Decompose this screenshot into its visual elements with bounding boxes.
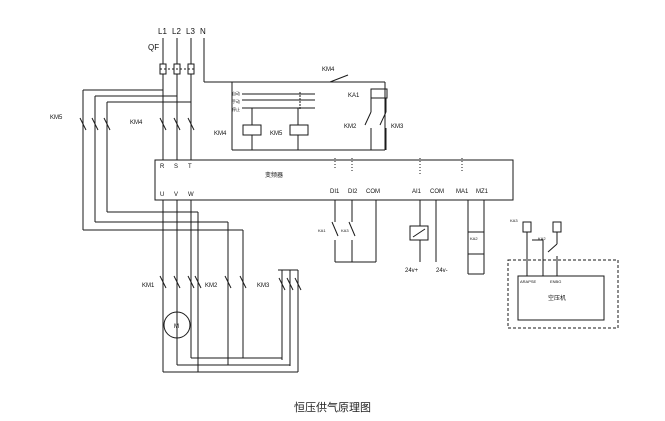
motor-symbol: [163, 311, 191, 339]
vfd-ma1: MA1: [456, 189, 469, 195]
mode-auto: 自动: [232, 90, 240, 96]
pressure-sensor: [409, 200, 437, 262]
km2-label-ctrl: KM2: [344, 124, 357, 130]
n-label: N: [200, 27, 206, 36]
breaker-qf: [159, 63, 195, 160]
km5-main-contacts: [79, 89, 191, 230]
mode-switch: 自动 手动 停止: [232, 90, 315, 125]
vfd-u: U: [160, 192, 164, 198]
diagram-caption: 恒压供气原理图: [294, 400, 371, 414]
ka1-label: KA1: [348, 93, 360, 99]
qf-label: QF: [148, 43, 159, 52]
km1-contacts: [159, 275, 195, 289]
km5-coil: [289, 124, 309, 136]
km4-coil-label: KM4: [214, 131, 227, 137]
km2-contacts: [194, 212, 247, 372]
l3-label: L3: [186, 27, 195, 36]
km4-main-contacts: [159, 117, 195, 131]
km4-label-main: KM4: [130, 120, 143, 126]
km3-label: KM3: [257, 283, 270, 289]
supply-pos: 24v+: [405, 268, 419, 274]
vfd-mz1: MZ1: [476, 189, 489, 195]
compressor-label: 空压机: [548, 294, 566, 302]
ka3-small-comp: KA3: [510, 218, 518, 223]
vfd-terminal-dots: [334, 158, 463, 176]
ka3-small: KA3: [341, 228, 349, 233]
km4-contact-top: [232, 74, 385, 83]
mode-stop: 停止: [232, 106, 240, 112]
km2-label: KM2: [205, 283, 218, 289]
vfd-box: [154, 159, 514, 201]
vfd-di1: DI1: [330, 189, 340, 195]
km2-km3-contacts: [364, 98, 387, 150]
vfd-com2: COM: [430, 189, 444, 195]
ka1-coil: [370, 88, 388, 99]
vfd-output-wires: [83, 200, 243, 355]
l1-label: L1: [158, 27, 167, 36]
km4-label-top: KM4: [322, 67, 335, 73]
ka2-small-comp: KA2: [538, 236, 546, 241]
ka2-coil: KA2: [470, 236, 478, 241]
vfd-s: S: [174, 164, 178, 170]
km3-contacts: [278, 269, 302, 372]
compressor-box: [517, 275, 605, 321]
compressor-dashed-box: [507, 259, 619, 329]
ka1-small: KA1: [318, 228, 326, 233]
vfd-t: T: [188, 164, 192, 170]
vfd-w: W: [188, 192, 194, 198]
vfd-com1: COM: [366, 189, 380, 195]
vfd-v: V: [174, 192, 178, 198]
vfd-di2: DI2: [348, 189, 358, 195]
km3-label-ctrl: KM3: [391, 124, 404, 130]
compressor-relay-contacts: [522, 221, 562, 276]
di-contacts: [331, 200, 377, 263]
km5-coil-label: KM5: [270, 131, 283, 137]
vfd-title: 变频器: [265, 171, 283, 179]
supply-lines: [162, 38, 205, 82]
compressor-t1: ARAPSE: [520, 279, 537, 284]
km5-label: KM5: [50, 115, 63, 121]
vfd-ai1: AI1: [412, 189, 422, 195]
motor-return-wires: [162, 345, 298, 373]
l2-label: L2: [172, 27, 181, 36]
mode-manual: 手动: [232, 98, 240, 104]
supply-neg: 24v-: [436, 268, 448, 274]
km4-coil: [242, 124, 262, 136]
compressor-t2: ENBG: [550, 279, 561, 284]
fault-relay: [467, 200, 485, 275]
motor-label: M: [174, 324, 179, 330]
vfd-r: R: [160, 164, 165, 170]
km1-label: KM1: [142, 283, 155, 289]
